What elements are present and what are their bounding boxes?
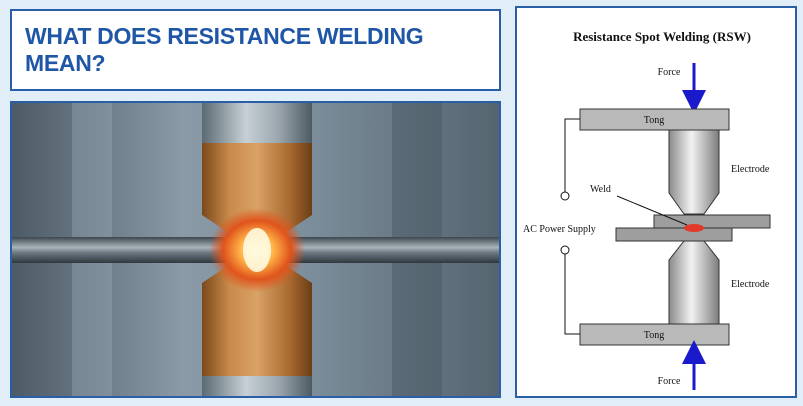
power-supply-label: AC Power Supply xyxy=(523,224,596,235)
workpiece-upper xyxy=(653,214,771,229)
weld-spot xyxy=(684,224,704,232)
weld-pointer xyxy=(616,195,688,226)
welding-photo xyxy=(10,101,501,398)
diagram-title: Resistance Spot Welding (RSW) xyxy=(573,29,751,44)
terminal-top xyxy=(560,191,570,201)
tong-label-top: Tong xyxy=(644,115,664,126)
title-banner: WHAT DOES RESISTANCE WELDING MEAN? xyxy=(10,9,501,91)
force-label-top: Force xyxy=(658,67,681,78)
force-label-bottom: Force xyxy=(658,376,681,387)
rsw-diagram: Resistance Spot Welding (RSW) Force Tong… xyxy=(515,6,797,398)
electrode-bottom xyxy=(668,240,720,325)
weld-label: Weld xyxy=(590,184,611,195)
page-title: WHAT DOES RESISTANCE WELDING MEAN? xyxy=(25,23,424,76)
circuit-wire-bottom xyxy=(564,254,580,335)
electrode-label-top: Electrode xyxy=(731,164,770,175)
tong-label-bottom: Tong xyxy=(644,330,664,341)
workpiece-lower xyxy=(615,227,733,242)
electrode-top xyxy=(668,129,720,215)
electrode-label-bottom: Electrode xyxy=(731,279,770,290)
terminal-bottom xyxy=(560,245,570,255)
circuit-wire-top xyxy=(564,118,580,192)
